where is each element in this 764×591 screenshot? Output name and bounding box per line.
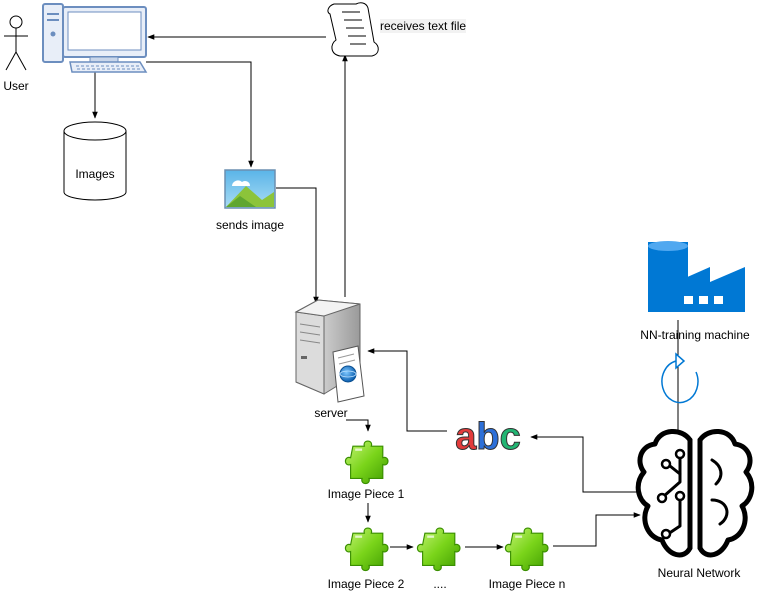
text-file-label: receives text file: [380, 19, 467, 33]
edge-piecen-to-nn: [553, 512, 641, 547]
edge-image-to-server: [276, 187, 319, 304]
abc-glyph: b: [476, 416, 499, 458]
image-icon[interactable]: [224, 169, 276, 209]
puzzle-piece-icon-n[interactable]: [504, 526, 550, 572]
server-label: server: [314, 406, 348, 420]
neural-network-label: Neural Network: [657, 566, 741, 580]
connectors: [92, 34, 679, 550]
puzzle-piece-icon-1[interactable]: [344, 439, 390, 485]
person-icon: [4, 15, 28, 71]
edge-computer-to-image: [146, 61, 254, 168]
factory-icon[interactable]: [648, 241, 745, 312]
ellipsis-label: ....: [433, 577, 447, 591]
images-db-label: Images: [75, 167, 115, 181]
puzzle-piece-icon-3[interactable]: [416, 526, 462, 572]
abc-glyph: c: [500, 416, 521, 458]
abc-label: abc: [455, 416, 521, 458]
brain-nodes: [656, 448, 686, 540]
piecen-label: Image Piece n: [488, 577, 566, 591]
server-icon[interactable]: [294, 299, 365, 403]
abc-glyph: a: [455, 416, 477, 458]
sent-image-label: sends image: [215, 218, 285, 232]
desktop-computer-icon[interactable]: [42, 3, 148, 73]
edge-abc-to-server: [367, 348, 447, 432]
nn-machine-label: NN-training machine: [640, 328, 750, 342]
text-document-icon[interactable]: [327, 2, 379, 57]
user-label: User: [3, 79, 29, 93]
puzzle-piece-icon-2[interactable]: [344, 526, 390, 572]
database-cylinder-icon[interactable]: [63, 121, 127, 201]
piece1-label: Image Piece 1: [327, 487, 405, 501]
piece2-label: Image Piece 2: [327, 577, 405, 591]
edge-server-to-piece1: [346, 419, 371, 432]
cycle-arrow-icon: [661, 352, 699, 404]
edge-nn-to-abc: [530, 434, 640, 493]
brain-icon[interactable]: [635, 429, 755, 558]
